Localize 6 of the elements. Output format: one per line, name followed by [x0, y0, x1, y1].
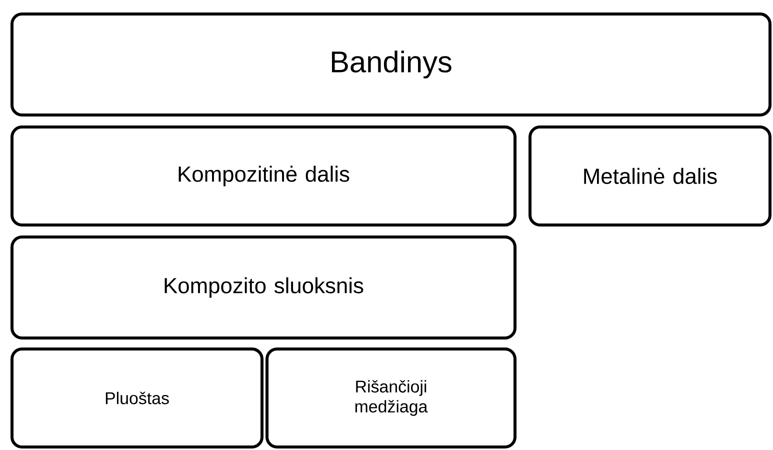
category-box: Kompozitinė dalis: [10, 126, 516, 226]
category-box: Pluoštas: [10, 348, 264, 448]
category-box: Rišančioji medžiaga: [266, 348, 516, 448]
category-box: Kompozito sluoksnis: [10, 236, 516, 340]
title-box: Bandinys: [10, 12, 772, 116]
category-box: Metalinė dalis: [528, 126, 772, 226]
